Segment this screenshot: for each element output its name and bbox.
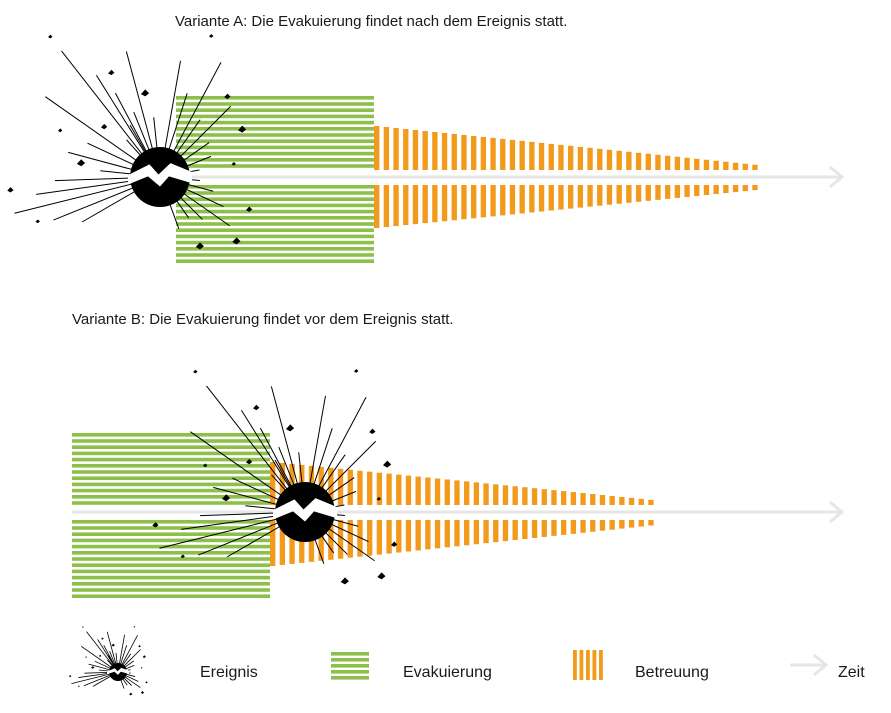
legend-zeit-label: Zeit <box>838 664 865 681</box>
horizontal-stripes-icon <box>331 652 369 680</box>
legend-evakuierung-label: Evakuierung <box>403 664 492 681</box>
legend: Ereignis Evakuierung Betreuung Zeit <box>68 626 865 696</box>
betreuung-block-a <box>374 126 758 228</box>
vertical-stripes-icon <box>573 650 603 680</box>
variant-a-caption: Variante A: Die Evakuierung findet nach … <box>175 13 567 30</box>
variant-b-caption: Variante B: Die Evakuierung findet vor d… <box>72 311 454 328</box>
legend-betreuung-label: Betreuung <box>635 664 709 681</box>
legend-betreuung: Betreuung <box>573 650 709 681</box>
ereignis-explosion-a <box>7 33 253 250</box>
zeit-arrow-b <box>72 500 845 524</box>
legend-zeit: Zeit <box>790 653 865 681</box>
arrow-right-icon <box>790 653 829 677</box>
variant-b: Variante B: Die Evakuierung findet vor d… <box>72 311 845 598</box>
ereignis-explosion-b <box>152 368 398 585</box>
legend-evakuierung: Evakuierung <box>331 652 492 681</box>
evakuierung-block-a <box>176 96 374 263</box>
evakuierung-block-b <box>72 433 270 598</box>
zeit-arrow-a <box>176 165 845 189</box>
variant-a: Variante A: Die Evakuierung findet nach … <box>7 13 845 263</box>
legend-ereignis-label: Ereignis <box>200 664 258 681</box>
legend-ereignis: Ereignis <box>68 626 258 696</box>
explosion-icon <box>68 626 148 696</box>
